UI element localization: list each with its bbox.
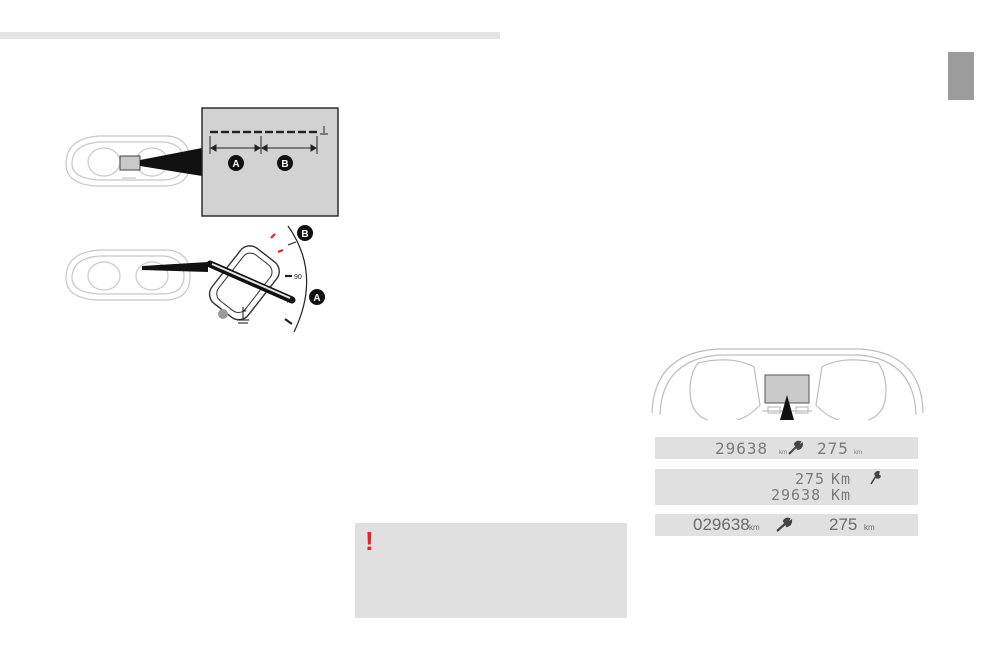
badge-b-2 [297,225,313,241]
service-distance-unit: km [854,450,862,456]
needle-gauge-figure: 90 70 B A [65,225,325,333]
badge-b [277,155,293,171]
pointer-wedge [140,148,202,176]
exclamation-icon: ! [365,526,374,556]
zoom-panel [201,107,339,217]
pointer-arrow [780,395,794,420]
gauge-arc [287,225,308,333]
odometer-unit: km [779,450,787,456]
wrench-icon-2 [870,471,881,485]
dashboard-outline-3 [651,348,924,420]
service-distance-unit-2: Km [831,470,852,488]
odometer-value: 29638 [715,439,769,458]
odometer-value-2: 29638 [771,486,822,504]
badge-a-2 [309,289,325,305]
wrench-icon [788,440,803,455]
range-arrows [209,136,318,154]
tick-70-label: 70 [286,299,293,305]
warning-note-box: ! [355,523,627,618]
odometer-value-3: 029638 [693,515,750,534]
gauge-bar-figure: A B [65,107,339,217]
display-highlight [119,155,141,171]
service-distance-value: 275 [817,439,849,458]
badge-b-2-label: B [301,229,308,240]
badge-b-label: B [281,159,288,170]
odometer-unit-2: Km [831,486,852,504]
badge-a [228,155,244,171]
service-distance-value-2: 275 [795,470,826,488]
odometer-display-3: 029638 km 275 km [655,514,918,536]
odometer-unit-3: km [749,523,760,532]
service-dashboard-figure [651,348,924,420]
service-distance-unit-3: km [864,523,875,532]
wrench-icon-3 [776,517,793,532]
gauge-ticks [270,233,297,325]
service-distance-value-3: 275 [829,515,858,534]
pointer-wedge-2 [142,262,208,272]
odometer-display-1: 29638 km 275 km [655,437,918,459]
gauge-needle-highlight [211,263,291,299]
coolant-temp-icon-2 [237,307,249,324]
odometer-display-2: 275 Km 29638 Km [655,469,918,505]
badge-a-label: A [232,159,239,170]
coolant-temp-icon [320,126,328,135]
tick-90-label: 90 [294,274,302,281]
warning-lamp-dot [218,309,228,319]
top-rule [0,32,500,39]
dashboard-outline-2 [65,249,191,301]
badge-a-2-label: A [313,293,320,304]
chapter-tab [948,52,974,100]
